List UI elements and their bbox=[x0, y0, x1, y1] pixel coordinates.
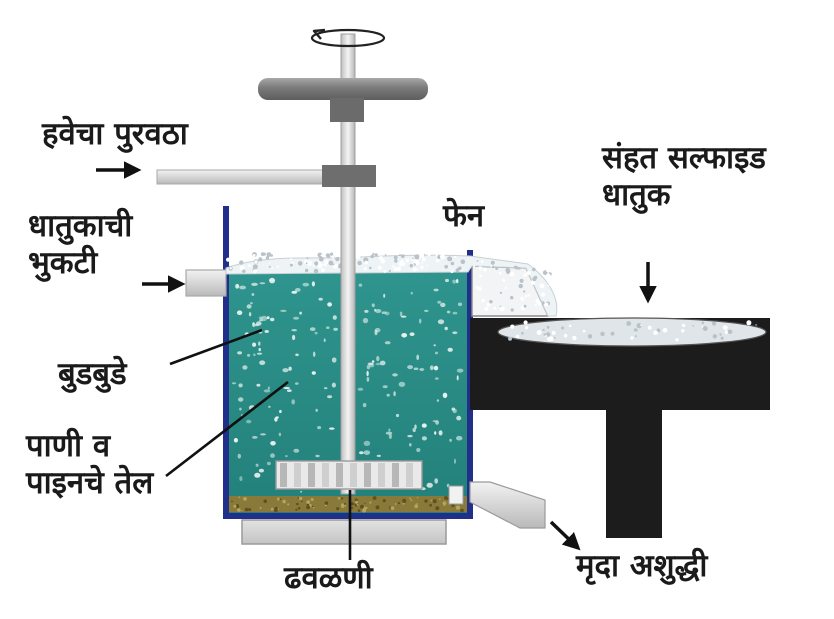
stirrer-hub bbox=[330, 98, 364, 122]
stirrer-handle bbox=[258, 78, 428, 100]
label-sulphide-ore-line1: संहत सल्फाइड bbox=[602, 140, 766, 176]
stirrer-shaft bbox=[340, 33, 356, 495]
rotation-arrow-icon bbox=[310, 28, 386, 48]
froth-texture bbox=[226, 251, 757, 342]
ore-powder-inlet bbox=[185, 269, 227, 297]
label-water-pine-oil: पाणी व पाइनचे तेल bbox=[26, 428, 153, 501]
sediment-layer bbox=[228, 496, 468, 512]
collector-dish bbox=[497, 317, 767, 347]
froth-collector bbox=[470, 318, 770, 538]
arrow-gangue bbox=[549, 520, 581, 551]
sediment-specks bbox=[231, 496, 464, 513]
label-bubbles: बुडबुडे bbox=[58, 356, 127, 392]
air-supply-coupling bbox=[322, 165, 376, 187]
label-ore-powder-line2: भुकटी bbox=[28, 244, 98, 281]
tank-base bbox=[241, 519, 447, 545]
label-water-pine-oil-line1: पाणी व bbox=[26, 428, 111, 464]
label-water-pine-oil-line2: पाइनचे तेल bbox=[26, 464, 154, 501]
label-air-supply: हवेचा पुरवठा bbox=[42, 116, 188, 152]
outlet-valve bbox=[448, 485, 464, 505]
leader-bubbles bbox=[169, 328, 263, 366]
label-stirrer: ढवळणी bbox=[284, 560, 373, 596]
label-gangue: मृदा अशुद्धी bbox=[576, 548, 708, 584]
label-sulphide-ore-line2: धातुक bbox=[602, 176, 671, 213]
gangue-outlet-pipe bbox=[469, 481, 546, 529]
label-ore-powder-line1: धातुकाची bbox=[28, 208, 133, 244]
label-froth: फेन bbox=[443, 198, 485, 234]
label-sulphide-ore: संहत सल्फाइड धातुक bbox=[602, 140, 766, 213]
stirrer-impeller bbox=[275, 460, 423, 490]
arrow-icon bbox=[549, 520, 581, 551]
leader-water-pine-oil bbox=[165, 380, 289, 478]
label-ore-powder: धातुकाची भुकटी bbox=[28, 208, 132, 281]
